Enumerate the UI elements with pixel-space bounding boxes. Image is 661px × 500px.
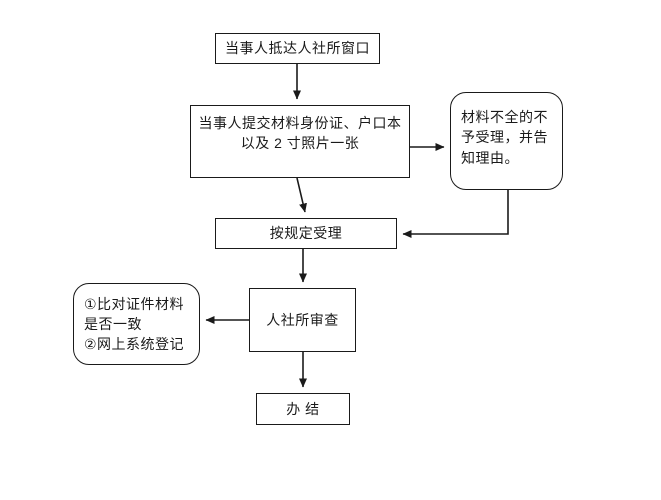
edge-reject-to-accept (402, 190, 509, 238)
node-checklist[interactable]: ①比对证件材料 是否一致 ②网上系统登记 (73, 283, 200, 365)
node-accept[interactable]: 按规定受理 (215, 218, 397, 249)
node-submit[interactable]: 当事人提交材料身份证、户口本 以及 2 寸照片一张 (190, 105, 410, 178)
node-arrive[interactable]: 当事人抵达人社所窗口 (215, 33, 380, 64)
node-done[interactable]: 办 结 (256, 393, 350, 425)
node-reject[interactable]: 材料不全的不 予受理，并告 知理由。 (450, 92, 563, 190)
node-review[interactable]: 人社所审查 (249, 288, 356, 352)
edge-submit-to-accept (296, 177, 307, 213)
